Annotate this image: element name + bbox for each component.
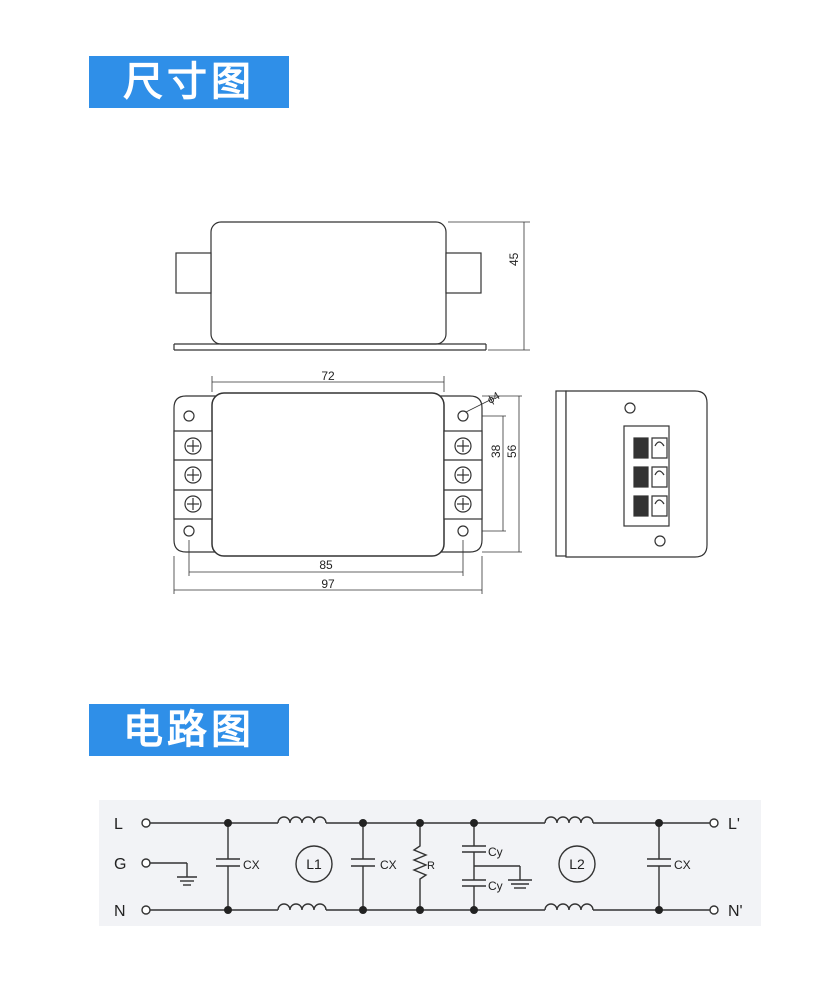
dimension-drawing-title: 尺寸图	[89, 56, 289, 108]
cx3-label: CX	[674, 858, 691, 872]
height-dimension-label: 45	[507, 252, 521, 266]
hole-diameter-label: ϕ4	[486, 390, 503, 407]
top-view	[173, 376, 522, 594]
screw-terminal-icon	[184, 437, 472, 513]
body-width-dimension-label: 72	[321, 369, 335, 383]
l1-label: L1	[306, 856, 322, 872]
side-view	[173, 221, 530, 351]
output-n-label: N'	[728, 903, 743, 920]
mount-height-label: 56	[505, 444, 519, 458]
cx1-label: CX	[243, 858, 260, 872]
circuit-diagram-title: 电路图	[89, 704, 289, 756]
input-n-label: N	[114, 903, 126, 920]
resistor-label: R	[427, 860, 435, 872]
cx2-label: CX	[380, 858, 397, 872]
input-l-label: L	[114, 816, 123, 833]
terminal-pitch-label: 38	[489, 444, 503, 458]
overall-width-label: 97	[321, 577, 335, 591]
output-l-label: L'	[728, 816, 740, 833]
inductor-icon	[277, 903, 327, 911]
cy2-label: Cy	[488, 879, 503, 893]
inductor-icon	[277, 816, 327, 824]
inductor-icon	[544, 903, 594, 911]
hole-spacing-label: 85	[319, 558, 333, 572]
cy1-label: Cy	[488, 845, 503, 859]
inductor-icon	[544, 816, 594, 824]
circuit-diagram: L G N L' N' CX CX CX R Cy Cy L1 L2	[99, 800, 761, 926]
end-view	[555, 390, 708, 558]
input-g-label: G	[114, 856, 126, 873]
l2-label: L2	[569, 856, 585, 872]
